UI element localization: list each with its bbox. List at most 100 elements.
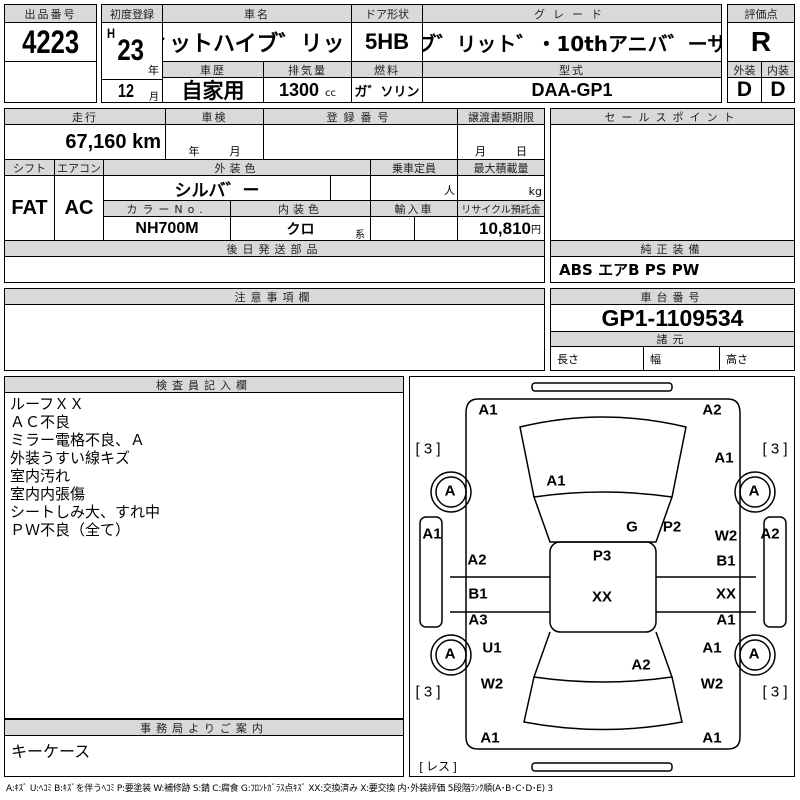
damage-mark: A1 [422, 525, 442, 543]
recycle-label: リサイクル預託金 [457, 200, 545, 217]
reg-year: 23 [117, 34, 145, 67]
damage-mark: W2 [480, 675, 504, 693]
month-unit: 月 [149, 92, 159, 103]
load: kg [457, 175, 545, 201]
int-label: 内装 [761, 61, 795, 78]
car-outline [419, 382, 787, 772]
displacement-label: 排気量 [263, 61, 352, 78]
damage-mark: [ 3 ] [415, 440, 441, 458]
shift-label: シフト [4, 159, 55, 176]
damage-mark: A [444, 482, 456, 500]
damage-mark: A [748, 645, 760, 663]
chassis-no: GP1-1109534 [550, 304, 795, 332]
first-reg-label: 初度登録 [101, 4, 163, 23]
damage-mark: A1 [546, 472, 566, 490]
damage-mark: A2 [467, 551, 487, 569]
damage-mark: B1 [716, 552, 736, 570]
damage-mark: XX [591, 588, 613, 606]
note-line: 室内内張傷 [10, 485, 86, 503]
damage-mark: W2 [714, 527, 738, 545]
equipment: ABS エアB PS PW [550, 256, 795, 283]
width: 幅 [643, 346, 720, 371]
door-type: 5HB [351, 22, 423, 62]
office-label: 事務局よりご案内 [4, 719, 404, 736]
ac: AC [54, 175, 104, 241]
legend: A:ｷｽﾞ U:ﾍｺﾐ B:ｷｽﾞを伴うﾍｺﾐ P:要塗装 W:補修跡 S:錆 … [6, 784, 553, 794]
import-a [370, 216, 415, 241]
damage-mark: [ 3 ] [762, 683, 788, 701]
capacity-label: 乗車定員 [370, 159, 458, 176]
door-label: ドア形状 [351, 4, 423, 23]
caution [4, 304, 545, 371]
inspector-label: 検査員記入欄 [4, 376, 404, 393]
displacement-value: 1300 [278, 79, 320, 100]
damage-diagram [409, 376, 795, 777]
chassis-label: 車台番号 [550, 288, 795, 305]
int-color-label: 内装色 [230, 200, 371, 217]
color-no-label: カラーNo. [103, 200, 231, 217]
doc-month: 月 [475, 145, 486, 158]
yen-unit: 円 [531, 225, 541, 236]
insp-month: 月 [229, 145, 241, 158]
damage-mark: P3 [592, 547, 612, 565]
damage-mark: G [626, 518, 638, 536]
mileage: 67,160 km [4, 124, 166, 160]
recycle-value: 10,810 [479, 218, 531, 238]
reg-no-label: 登録番号 [263, 108, 458, 125]
car-name: フィットハイブ゛リット゛ [162, 22, 352, 62]
history: 自家用 [162, 77, 264, 103]
car-name-label: 車名 [162, 4, 352, 23]
damage-mark: A1 [702, 729, 722, 747]
ext-grade: D [727, 77, 762, 103]
height: 高さ [719, 346, 795, 371]
score-label: 評価点 [727, 4, 795, 23]
later-parts-label: 後日発送部品 [4, 240, 545, 257]
color-blank [330, 175, 371, 201]
damage-mark: A1 [478, 401, 498, 419]
capacity: 人 [370, 175, 458, 201]
displacement: 1300 cc [263, 77, 352, 103]
color-label: 外装色 [103, 159, 371, 176]
int-grade: D [761, 77, 795, 103]
model: DAA-GP1 [422, 77, 722, 103]
color-no: NH700M [103, 216, 231, 241]
damage-mark: W2 [700, 675, 724, 693]
divider [101, 79, 163, 80]
grade-label: グレード [422, 4, 722, 23]
inspection: 年月 [165, 124, 264, 160]
note-line: 室内汚れ [10, 467, 71, 485]
damage-mark: A [748, 482, 760, 500]
damage-mark: A2 [760, 525, 780, 543]
shift: FAT [4, 175, 55, 241]
doc-day: 日 [516, 145, 527, 158]
load-label: 最大積載量 [457, 159, 545, 176]
note-line: ＰＷ不良（全て） [10, 521, 131, 539]
note-line: ＡＣ不良 [10, 413, 71, 431]
damage-mark: A [444, 645, 456, 663]
doc-deadline: 月日 [457, 124, 545, 160]
damage-mark: B1 [468, 585, 488, 603]
era: H [107, 25, 116, 41]
mileage-label: 走行 [4, 108, 166, 125]
note-line: ルーフＸＸ [10, 395, 85, 413]
damage-mark: A2 [631, 656, 651, 674]
fuel: ガ゛ソリン [351, 77, 423, 103]
int-color: クロ [230, 216, 371, 241]
year-unit: 年 [148, 64, 159, 77]
equip-label: 純正装備 [550, 240, 795, 257]
note-line: シートしみ大、すれ中 [10, 503, 161, 521]
reg-no [263, 124, 458, 160]
score: R [727, 22, 795, 62]
sales-points [550, 124, 795, 241]
caution-label: 注意事項欄 [4, 288, 545, 305]
later-parts [4, 256, 545, 283]
damage-mark: A1 [716, 611, 736, 629]
doc-label: 譲渡書類期限 [457, 108, 545, 125]
cc-unit: cc [325, 87, 337, 99]
lot-no-label: 出品番号 [4, 4, 97, 23]
ext-label: 外装 [727, 61, 762, 78]
reg-month: 12 [118, 81, 135, 101]
grade: ハイブ゛リット゛・10thアニバ゛ーサリー [422, 22, 722, 62]
fuel-label: 燃料 [351, 61, 423, 78]
